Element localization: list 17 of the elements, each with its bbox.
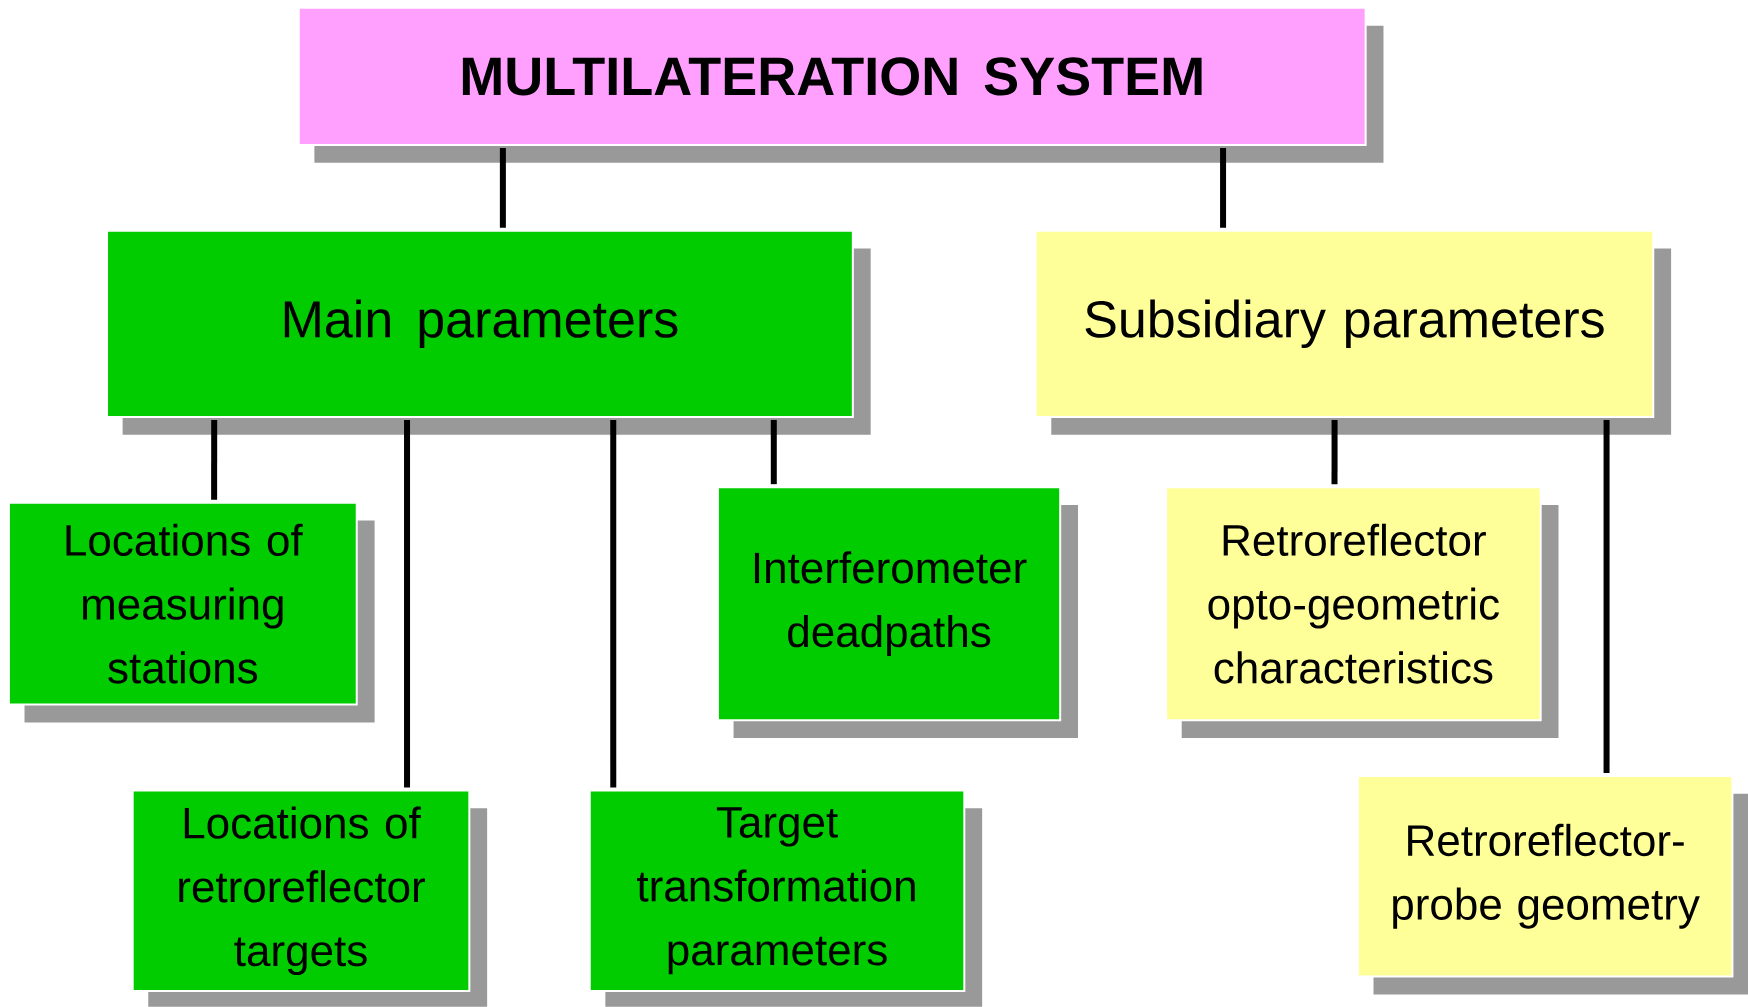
connector-line bbox=[610, 420, 617, 788]
connector-line bbox=[1331, 420, 1338, 485]
parameter-box: Locations of measuring stations bbox=[7, 501, 375, 723]
category-box: Main parameters bbox=[106, 229, 871, 435]
connector-line bbox=[1603, 420, 1610, 774]
parameter-box: Retroreflector-probe geometry bbox=[1356, 775, 1748, 995]
parameter-box: Retroreflector opto-geometric characteristics bbox=[1165, 486, 1559, 739]
parameter-box: Target transformation parameters bbox=[588, 789, 983, 1007]
title-box: MULTILATERATION SYSTEM bbox=[297, 6, 1384, 163]
connector-line bbox=[499, 148, 506, 228]
parameter-box: Locations of retroreflector targets bbox=[131, 789, 488, 1007]
connector-line bbox=[404, 420, 411, 788]
connector-line bbox=[1220, 148, 1227, 228]
parameter-box: Interferometer deadpaths bbox=[716, 486, 1078, 739]
connector-line bbox=[770, 420, 777, 485]
connector-line bbox=[211, 420, 218, 500]
category-box: Subsidiary parameters bbox=[1034, 229, 1672, 435]
